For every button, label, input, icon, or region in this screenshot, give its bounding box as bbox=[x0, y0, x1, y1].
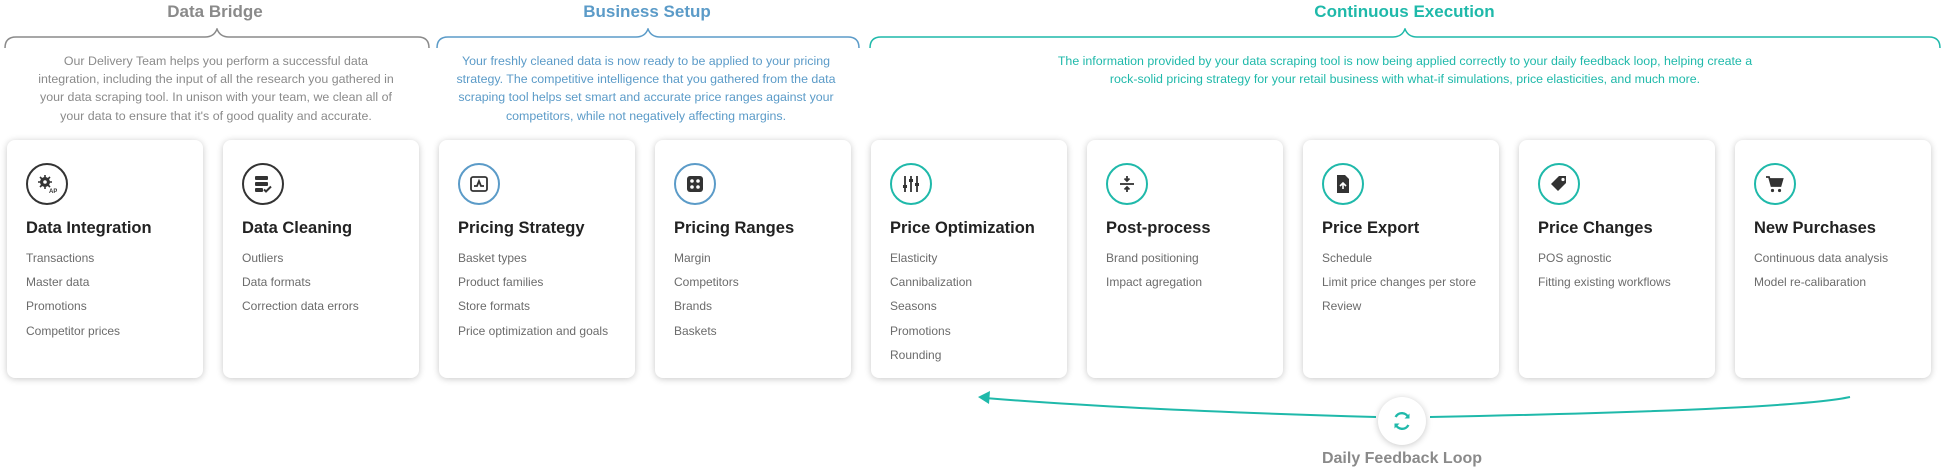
card-price-optimization: Price Optimization Elasticity Cannibaliz… bbox=[871, 140, 1067, 378]
card-price-export: Price Export Schedule Limit price change… bbox=[1303, 140, 1499, 378]
card-item: Margin bbox=[674, 251, 711, 265]
compress-icon bbox=[1106, 163, 1148, 205]
card-item: Competitor prices bbox=[26, 323, 121, 338]
card-item: Review bbox=[1322, 299, 1362, 314]
refresh-icon bbox=[1378, 397, 1426, 445]
card-title: Pricing Strategy bbox=[458, 219, 585, 237]
card-new-purchases: New Purchases Continuous data analysis M… bbox=[1735, 140, 1931, 378]
card-item: Basket types bbox=[458, 251, 527, 265]
card-title: Price Optimization bbox=[890, 219, 1035, 237]
phase-title-continuous-execution: Continuous Execution bbox=[1314, 2, 1495, 21]
card-item: Seasons bbox=[890, 299, 937, 314]
card-item: Promotions bbox=[26, 299, 87, 314]
card-title: Price Changes bbox=[1538, 219, 1653, 237]
brace-business-setup bbox=[436, 28, 860, 49]
card-title: New Purchases bbox=[1754, 219, 1876, 237]
dots-box-icon bbox=[674, 163, 716, 205]
feedback-loop-label: Daily Feedback Loop bbox=[1321, 450, 1483, 467]
phase-description-business-setup: Your freshly cleaned data is now ready t… bbox=[456, 54, 836, 123]
card-item: Limit price changes per store bbox=[1322, 275, 1477, 290]
sliders-icon bbox=[890, 163, 932, 205]
card-item: Schedule bbox=[1322, 251, 1373, 265]
card-item: Data formats bbox=[242, 275, 311, 290]
card-price-changes: Price Changes POS agnostic Fitting exist… bbox=[1519, 140, 1715, 378]
card-pricing-strategy: Pricing Strategy Basket types Product fa… bbox=[439, 140, 635, 378]
phase-title-business-setup: Business Setup bbox=[583, 2, 711, 21]
card-item: Baskets bbox=[674, 323, 717, 338]
card-item: Elasticity bbox=[890, 251, 938, 265]
card-item: Outliers bbox=[242, 251, 284, 265]
card-title: Pricing Ranges bbox=[674, 219, 795, 237]
card-pricing-ranges: Pricing Ranges Margin Competitors Brands… bbox=[655, 140, 851, 378]
card-data-cleaning: Data Cleaning Outliers Data formats Corr… bbox=[223, 140, 419, 378]
card-title: Post-process bbox=[1106, 219, 1211, 237]
card-item: Cannibalization bbox=[890, 275, 973, 290]
card-data-integration: API Data Integration Transactions Master… bbox=[7, 140, 203, 378]
card-item: Model re-calibaration bbox=[1754, 275, 1867, 290]
card-item: Impact agregation bbox=[1106, 275, 1203, 290]
card-item: Transactions bbox=[26, 251, 95, 265]
card-item: Continuous data analysis bbox=[1754, 251, 1889, 265]
card-title: Data Integration bbox=[26, 219, 152, 237]
card-item: Price optimization and goals bbox=[458, 323, 609, 338]
brace-data-bridge bbox=[4, 28, 430, 49]
card-item: Fitting existing workflows bbox=[1538, 275, 1671, 290]
database-check-icon bbox=[242, 163, 284, 205]
card-title: Price Export bbox=[1322, 219, 1420, 237]
svg-text:API: API bbox=[49, 189, 57, 194]
card-item: Brands bbox=[674, 299, 713, 314]
card-item: Promotions bbox=[890, 323, 951, 338]
gear-api-icon: API bbox=[26, 163, 68, 205]
card-item: Master data bbox=[26, 275, 90, 290]
card-item: Rounding bbox=[890, 347, 942, 362]
price-tag-icon bbox=[1538, 163, 1580, 205]
card-item: Competitors bbox=[674, 275, 739, 290]
phase-description-continuous-execution: The information provided by your data sc… bbox=[1057, 54, 1753, 87]
card-item: Product families bbox=[458, 275, 544, 290]
card-item: Brand positioning bbox=[1106, 251, 1199, 265]
card-post-process: Post-process Brand positioning Impact ag… bbox=[1087, 140, 1283, 378]
card-title: Data Cleaning bbox=[242, 219, 353, 237]
strategy-icon bbox=[458, 163, 500, 205]
card-item: POS agnostic bbox=[1538, 251, 1612, 265]
brace-continuous-execution bbox=[869, 28, 1941, 49]
card-item: Correction data errors bbox=[242, 299, 359, 314]
file-export-icon bbox=[1322, 163, 1364, 205]
card-item: Store formats bbox=[458, 299, 531, 314]
shopping-cart-icon bbox=[1754, 163, 1796, 205]
phase-description-data-bridge: Our Delivery Team helps you perform a su… bbox=[38, 54, 394, 123]
phase-title-data-bridge: Data Bridge bbox=[167, 2, 263, 21]
